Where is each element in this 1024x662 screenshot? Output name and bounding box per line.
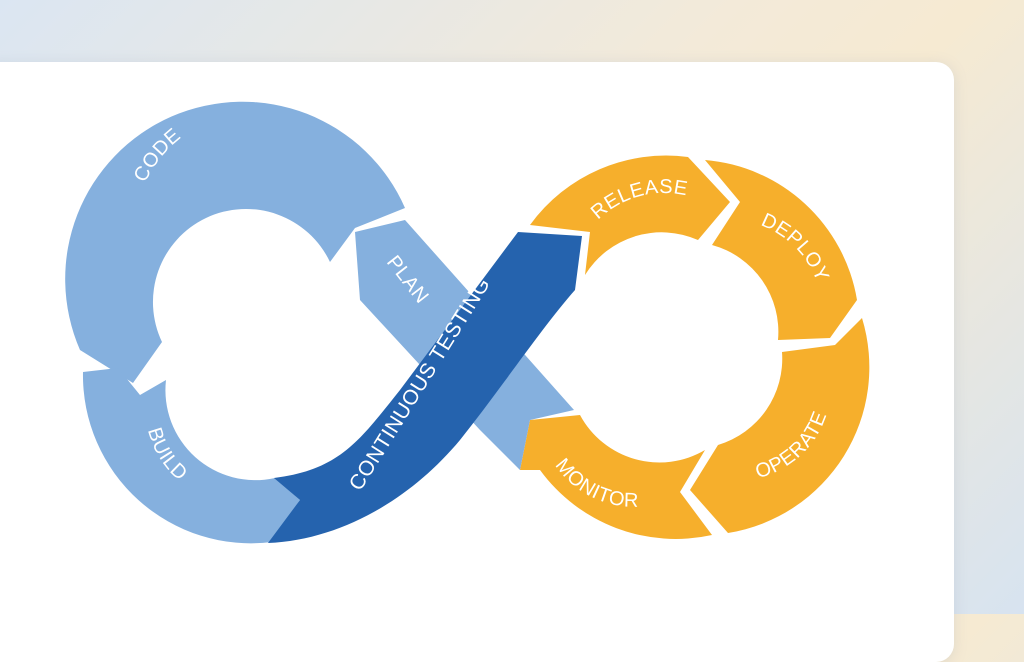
code-segment: [65, 101, 405, 383]
build-segment: [82, 368, 300, 544]
right-ring: [520, 155, 870, 539]
devops-infinity-diagram: CODE BUILD PLAN CONTINUOUS TESTING RELEA…: [65, 101, 870, 544]
monitor-segment: [520, 415, 712, 539]
deploy-segment: [705, 160, 857, 340]
left-ring: [65, 101, 405, 544]
release-segment: [530, 155, 730, 275]
operate-segment: [690, 318, 870, 533]
continuous-testing-segment: [268, 232, 582, 543]
